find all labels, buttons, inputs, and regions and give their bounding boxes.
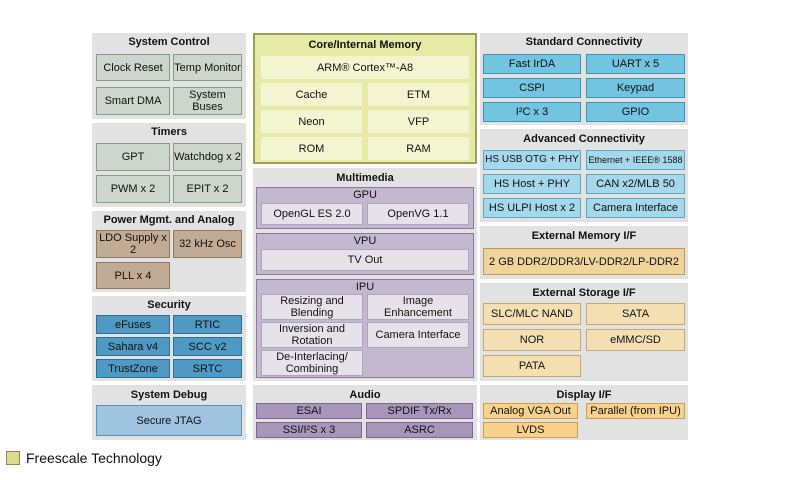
standard-connectivity-title: Standard Connectivity: [525, 36, 643, 48]
emmc-sd-block: eMMC/SD: [586, 329, 685, 351]
security-panel: Security eFuses RTIC Sahara v4 SCC v2 Tr…: [92, 296, 246, 381]
keypad-block: Keypad: [586, 78, 685, 98]
legend-swatch: [6, 451, 20, 465]
osc-block: 32 kHz Osc: [173, 230, 242, 258]
ipu-title: IPU: [355, 281, 375, 293]
uart-block: UART x 5: [586, 54, 685, 74]
vpu-title: VPU: [353, 235, 377, 247]
tv-out-block: TV Out: [261, 249, 469, 271]
external-memory-panel: External Memory I/F 2 GB DDR2/DDR3/LV-DD…: [480, 226, 688, 279]
nor-block: NOR: [483, 329, 581, 351]
system-control-panel: System Control Clock Reset Temp Monitor …: [92, 33, 246, 119]
secure-jtag-block: Secure JTAG: [96, 405, 242, 436]
external-storage-panel: External Storage I/F SLC/MLC NAND SATA N…: [480, 283, 688, 381]
inversion-rotation-block: Inversion and Rotation: [261, 322, 363, 348]
can-mlb-block: CAN x2/MLB 50: [586, 174, 685, 194]
system-debug-panel: System Debug Secure JTAG: [92, 385, 246, 440]
deinterlacing-block: De-Interlacing/ Combining: [261, 350, 363, 376]
temp-monitor-block: Temp Monitor: [173, 54, 242, 81]
openvg-block: OpenVG 1.1: [367, 203, 469, 225]
rtic-block: RTIC: [173, 315, 242, 334]
timers-title: Timers: [151, 126, 187, 138]
vpu-panel: VPU TV Out: [256, 233, 474, 275]
parallel-ipu-block: Parallel (from IPU): [586, 403, 685, 419]
display-title: Display I/F: [556, 389, 612, 401]
esai-block: ESAI: [256, 403, 362, 419]
audio-title: Audio: [349, 389, 381, 401]
pll-block: PLL x 4: [96, 262, 170, 289]
ipu-panel: IPU Resizing and Blending Image Enhancem…: [256, 279, 474, 378]
fast-irda-block: Fast IrDA: [483, 54, 581, 74]
hs-usb-otg-block: HS USB OTG + PHY: [483, 150, 581, 170]
watchdog-block: Watchdog x 2: [173, 143, 242, 171]
lvds-block: LVDS: [483, 422, 578, 438]
core-memory-title: Core/Internal Memory: [308, 39, 422, 51]
core-memory-panel: Core/Internal Memory ARM® Cortex™-A8 Cac…: [253, 33, 477, 164]
standard-connectivity-panel: Standard Connectivity Fast IrDA UART x 5…: [480, 33, 688, 125]
advanced-connectivity-panel: Advanced Connectivity HS USB OTG + PHY E…: [480, 129, 688, 222]
pata-block: PATA: [483, 355, 581, 377]
efuses-block: eFuses: [96, 315, 170, 334]
system-debug-title: System Debug: [130, 389, 208, 401]
gpio-block: GPIO: [586, 102, 685, 122]
vfp-block: VFP: [368, 110, 469, 133]
security-title: Security: [147, 299, 191, 311]
trustzone-block: TrustZone: [96, 359, 170, 378]
asrc-block: ASRC: [366, 422, 473, 438]
hs-host-phy-block: HS Host + PHY: [483, 174, 581, 194]
advanced-connectivity-title: Advanced Connectivity: [523, 133, 645, 145]
slc-mlc-nand-block: SLC/MLC NAND: [483, 303, 581, 325]
srtc-block: SRTC: [173, 359, 242, 378]
timers-panel: Timers GPT Watchdog x 2 PWM x 2 EPIT x 2: [92, 123, 246, 207]
cspi-block: CSPI: [483, 78, 581, 98]
power-title: Power Mgmt. and Analog: [103, 214, 235, 226]
neon-block: Neon: [261, 110, 362, 133]
pwm-block: PWM x 2: [96, 175, 170, 203]
opengl-block: OpenGL ES 2.0: [261, 203, 363, 225]
epit-block: EPIT x 2: [173, 175, 242, 203]
system-buses-block: System Buses: [173, 87, 242, 115]
etm-block: ETM: [368, 83, 469, 106]
ram-block: RAM: [368, 137, 469, 160]
ssi-i2s-block: SSI/I²S x 3: [256, 422, 362, 438]
analog-vga-block: Analog VGA Out: [483, 403, 578, 419]
external-memory-title: External Memory I/F: [531, 230, 637, 242]
ethernet-block: Ethernet + IEEE® 1588: [586, 150, 685, 170]
sata-block: SATA: [586, 303, 685, 325]
rom-block: ROM: [261, 137, 362, 160]
image-enhancement-block: Image Enhancement: [367, 294, 469, 320]
camera-interface-block: Camera Interface: [586, 198, 685, 218]
multimedia-title: Multimedia: [336, 172, 394, 184]
arm-cortex-block: ARM® Cortex™-A8: [261, 56, 469, 79]
gpt-block: GPT: [96, 143, 170, 171]
gpu-panel: GPU OpenGL ES 2.0 OpenVG 1.1: [256, 187, 474, 229]
scc-block: SCC v2: [173, 337, 242, 356]
sahara-block: Sahara v4: [96, 337, 170, 356]
hs-ulpi-host-block: HS ULPI Host x 2: [483, 198, 581, 218]
resizing-blending-block: Resizing and Blending: [261, 294, 363, 320]
camera-interface-ipu-block: Camera Interface: [367, 322, 469, 348]
power-panel: Power Mgmt. and Analog LDO Supply x 2 32…: [92, 211, 246, 292]
system-control-title: System Control: [128, 36, 210, 48]
i2c-block: I²C x 3: [483, 102, 581, 122]
display-panel: Display I/F Analog VGA Out Parallel (fro…: [480, 385, 688, 440]
cache-block: Cache: [261, 83, 362, 106]
external-storage-title: External Storage I/F: [532, 287, 636, 299]
smart-dma-block: Smart DMA: [96, 87, 170, 115]
multimedia-panel: Multimedia GPU OpenGL ES 2.0 OpenVG 1.1 …: [253, 168, 477, 381]
ddr-block: 2 GB DDR2/DDR3/LV-DDR2/LP-DDR2: [483, 248, 685, 275]
legend-label: Freescale Technology: [26, 450, 162, 466]
clock-reset-block: Clock Reset: [96, 54, 170, 81]
audio-panel: Audio ESAI SPDIF Tx/Rx SSI/I²S x 3 ASRC: [253, 385, 477, 440]
gpu-title: GPU: [353, 189, 377, 201]
ldo-supply-block: LDO Supply x 2: [96, 230, 170, 258]
spdif-block: SPDIF Tx/Rx: [366, 403, 473, 419]
